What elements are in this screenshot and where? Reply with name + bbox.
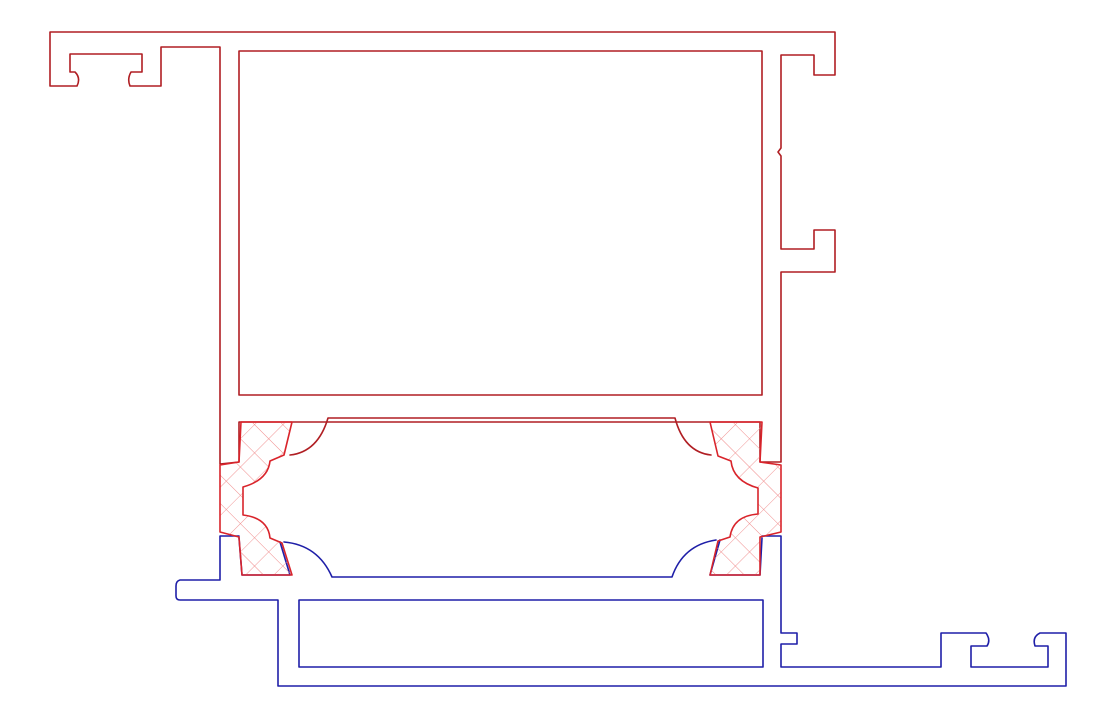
thermal-break-strips (219, 421, 782, 576)
lower-chamber (298, 599, 764, 668)
upper-web (289, 417, 712, 456)
lower-profile-outline (175, 535, 1067, 687)
lower-web (283, 539, 717, 578)
lower-profile (175, 535, 1067, 687)
right-thermal-strip (709, 421, 782, 576)
left-thermal-strip (219, 421, 293, 576)
upper-profile (49, 31, 836, 465)
upper-chamber (238, 50, 763, 396)
upper-profile-outline (49, 31, 836, 465)
